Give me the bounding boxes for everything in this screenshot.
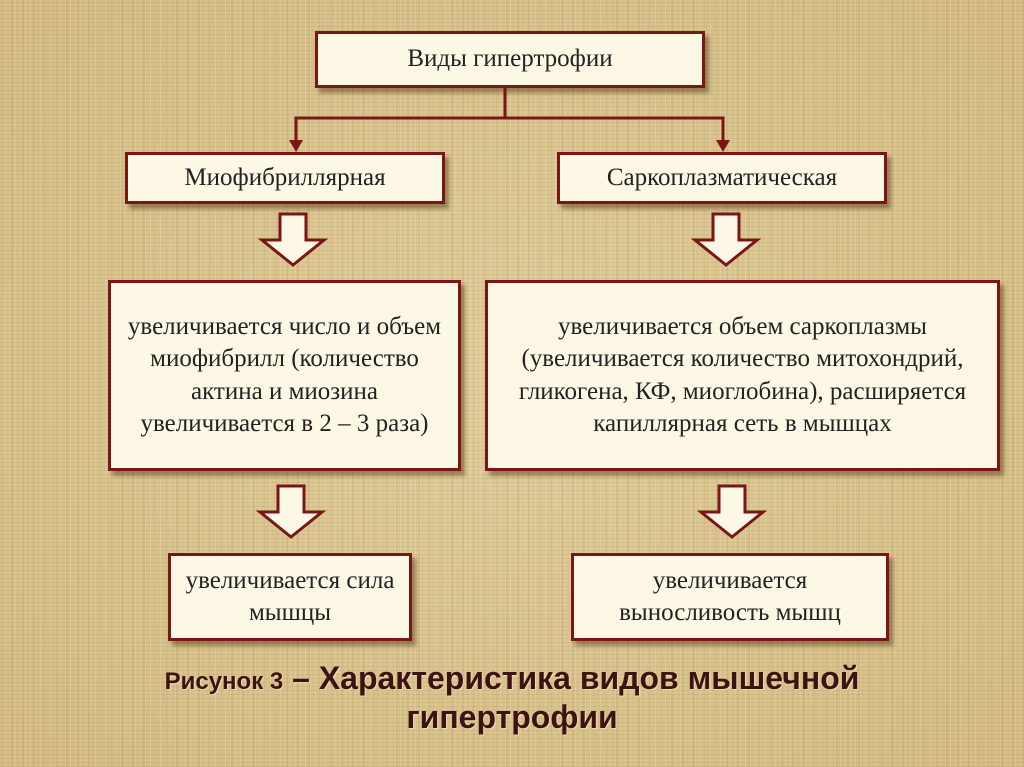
down-arrow-icon: [258, 212, 328, 267]
figure-caption-line2: гипертрофии: [406, 699, 618, 735]
root-label: Виды гипертрофии: [407, 45, 613, 73]
figure-caption-continued: гипертрофии: [0, 699, 1024, 736]
sarcoplasmic-effect-box: увеличивается объем саркоплазмы (увеличи…: [485, 280, 1000, 471]
sarcoplasmic-label: Саркоплазматическая: [606, 163, 838, 191]
root-box: Виды гипертрофии: [315, 31, 705, 88]
figure-caption-line1: – Характеристика видов мышечной: [292, 660, 860, 696]
strength-result-text: увеличивается сила мышцы: [185, 566, 395, 627]
strength-result-box: увеличивается сила мышцы: [168, 553, 412, 641]
figure-caption-label: Рисунок 3: [164, 668, 284, 695]
endurance-result-text: увеличивается выносливость мышц: [619, 566, 841, 627]
sarcoplasmic-effect-text: увеличивается объем саркоплазмы (увеличи…: [518, 312, 967, 438]
myofibrillar-effect-text: увеличивается число и объем миофибрилл (…: [127, 312, 442, 438]
myofibrillar-label: Миофибриллярная: [184, 163, 386, 191]
figure-caption: Рисунок 3 – Характеристика видов мышечно…: [0, 660, 1024, 697]
down-arrow-icon: [256, 484, 326, 539]
endurance-result-box: увеличивается выносливость мышц: [571, 553, 889, 641]
sarcoplasmic-box: Саркоплазматическая: [557, 152, 887, 204]
down-arrow-icon: [691, 212, 761, 267]
myofibrillar-effect-box: увеличивается число и объем миофибрилл (…: [108, 280, 461, 471]
myofibrillar-box: Миофибриллярная: [125, 152, 445, 204]
down-arrow-icon: [697, 484, 767, 539]
